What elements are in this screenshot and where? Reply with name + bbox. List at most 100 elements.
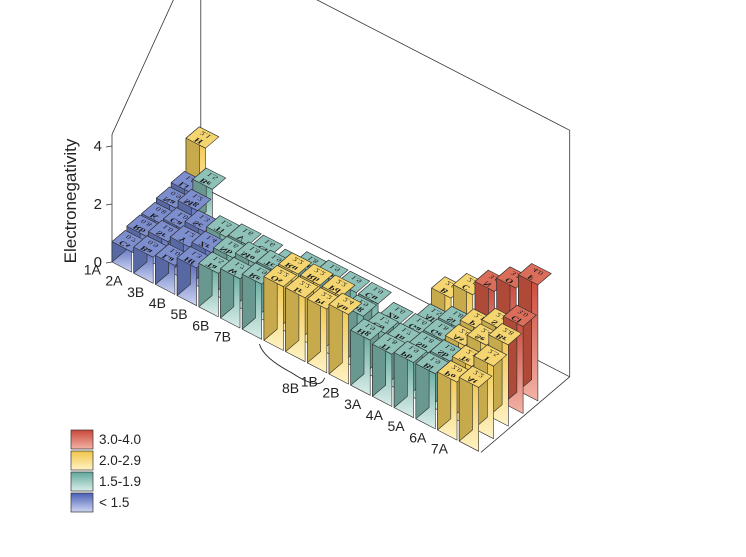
element-symbol: Cl: [508, 314, 524, 324]
bar-top-face: [393, 340, 428, 363]
element-value: 0.8: [139, 218, 155, 228]
element-value: 1.0: [175, 211, 191, 221]
element-value: 4.0: [530, 267, 546, 277]
element-value: 1.7: [232, 261, 248, 271]
element-symbol: F: [525, 273, 537, 281]
bar-top-face: [350, 318, 384, 341]
legend-swatch: [70, 471, 94, 492]
bar-top-label: Po2.0: [442, 364, 465, 380]
element-value: 1.2: [182, 229, 198, 239]
element-symbol: Sc: [190, 219, 205, 229]
group-label-6a: 6A: [409, 429, 427, 445]
bar-top-label: F4.0: [525, 267, 546, 282]
bar-top-label: Ru2.2: [282, 256, 307, 273]
element-value: 1.8: [436, 322, 452, 332]
bar-top-label: Zr1.4: [196, 234, 219, 250]
element-symbol: Y: [176, 235, 189, 244]
bar-top-label: Hf1.3: [181, 250, 204, 266]
bar-top-label: Tc1.9: [262, 253, 285, 269]
legend-label: < 1.5: [99, 495, 129, 510]
group-label-7b: 7B: [214, 329, 231, 345]
bar-top-label: I2.5: [481, 348, 502, 363]
legend-swatch: [70, 450, 94, 471]
element-value: 1.9: [349, 274, 365, 284]
axis-top-back: [316, 0, 570, 131]
element-symbol: Pd: [326, 284, 343, 295]
element-symbol: Hg: [354, 327, 372, 339]
bar-top-face: [192, 167, 227, 190]
element-value: 2.5: [486, 348, 502, 358]
element-value: 2.0: [457, 327, 473, 337]
element-value: 1.9: [406, 344, 422, 354]
bar-top-face: [300, 263, 334, 286]
bar-top-label: Zn1.6: [384, 305, 407, 322]
group-label-2b: 2B: [322, 385, 339, 401]
bar-top-label: Na0.9: [160, 190, 183, 207]
bar-top-label: V1.6: [234, 227, 255, 243]
element-value: 2.8: [501, 327, 517, 337]
bar-top-label: S2.5: [489, 312, 510, 327]
element-value: 2.0: [443, 280, 459, 290]
element-value: 1.7: [377, 315, 393, 325]
element-symbol: Be: [197, 177, 213, 188]
element-value: 1.8: [384, 336, 400, 346]
element-value: 1.7: [399, 326, 415, 336]
element-symbol: Ga: [406, 322, 424, 334]
bar-top-label: Y1.2: [176, 229, 198, 244]
element-value: 1.6: [414, 317, 430, 327]
element-symbol: Ir: [291, 286, 305, 295]
element-value: 0.8: [153, 205, 169, 215]
element-symbol: S: [489, 318, 501, 326]
element-symbol: Ge: [428, 328, 445, 339]
element-bar-hg: Hg1.9: [350, 318, 384, 396]
element-symbol: At: [464, 375, 480, 385]
group-label-7a: 7A: [431, 441, 449, 457]
bar-top-label: Sr1.0: [153, 223, 175, 239]
bar-top-face: [278, 252, 312, 275]
bar-top-face: [228, 223, 262, 246]
element-value: 1.8: [305, 255, 321, 265]
element-symbol: H: [192, 136, 206, 145]
axis-top-left: [111, 0, 174, 135]
element-bar-pt: Pt2.2: [306, 287, 341, 374]
bar-top-label: P2.1: [467, 312, 488, 327]
bar-top-label: Sn1.8: [413, 335, 436, 351]
element-symbol: Se: [472, 333, 487, 343]
bar-top-face: [328, 292, 363, 315]
element-symbol: Si: [444, 316, 458, 326]
element-symbol: Ag: [348, 304, 366, 315]
bar-top-label: In1.7: [392, 326, 415, 342]
element-value: 2.0: [449, 364, 465, 374]
group-label-6b: 6B: [192, 317, 209, 333]
group-label-2a: 2A: [105, 273, 123, 289]
element-value: 1.9: [356, 298, 372, 308]
element-value: 0.9: [146, 239, 162, 249]
bar-top-label: Ba0.9: [138, 239, 162, 256]
element-symbol: Ta: [203, 261, 219, 272]
element-symbol: B: [438, 287, 451, 296]
element-value: 1.9: [254, 266, 270, 276]
bar-top-label: Mo1.8: [238, 245, 262, 262]
legend-label: 2.0-2.9: [99, 453, 141, 468]
element-bar-hf: Hf1.3: [176, 246, 211, 307]
bar-top-face: [177, 189, 212, 211]
bar-top-label: Au2.4: [333, 296, 357, 313]
element-symbol: Te: [457, 354, 472, 364]
element-symbol: Au: [333, 302, 351, 313]
bar-top-label: La1.0: [160, 247, 183, 264]
element-symbol: Tl: [377, 342, 392, 352]
bar-top-label: Te2.1: [457, 348, 480, 364]
element-symbol: Bi: [421, 362, 436, 372]
bar-top-label: Li1.0: [176, 174, 198, 190]
element-symbol: Pt: [312, 297, 327, 307]
element-value: 2.2: [297, 280, 313, 290]
element-symbol: Hf: [181, 255, 197, 266]
bar-top-label: Bi1.9: [421, 356, 443, 372]
bar-top-label: Hg1.9: [354, 322, 378, 339]
element-value: 2.2: [291, 256, 307, 266]
element-symbol: C: [459, 283, 472, 292]
y-tick-label: 0: [94, 254, 102, 271]
element-symbol: Pb: [398, 350, 415, 361]
element-symbol: Os: [268, 274, 285, 285]
